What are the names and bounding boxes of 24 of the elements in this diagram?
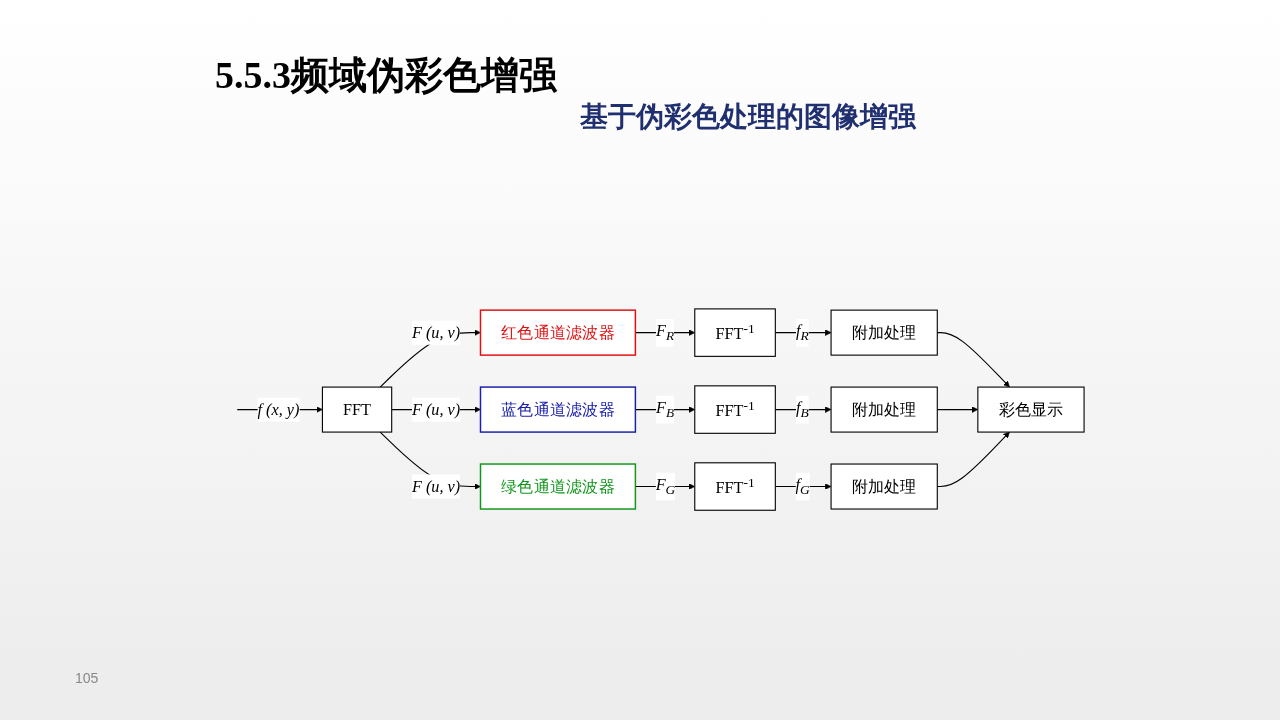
node-box: 绿色通道滤波器: [479, 463, 637, 511]
node-box: 附加处理: [830, 310, 938, 357]
node-box: FFT$^{-1}$: [694, 385, 776, 435]
edge-label: F (u, v): [411, 477, 461, 497]
node-box: FFT: [321, 386, 393, 434]
slide-title: 5.5.3频域伪彩色增强: [215, 53, 557, 98]
edge-label: F (u, v): [411, 323, 461, 343]
node-box: FFT$^{-1}$: [694, 308, 776, 358]
node-box: 附加处理: [830, 463, 938, 510]
node-box: 附加处理: [830, 386, 938, 434]
node-box: 红色通道滤波器: [479, 309, 637, 357]
edge-label: F$_{B}$: [656, 398, 675, 421]
page-number: 105: [75, 670, 99, 686]
node-box: 彩色显示: [977, 386, 1085, 434]
node-box: FFT$^{-1}$: [694, 462, 776, 512]
edge-label: f$_{G}$: [795, 475, 810, 498]
edge-label: f$_{B}$: [795, 398, 809, 421]
edge-label: f$_{R}$: [795, 322, 809, 344]
subtitle: 基于伪彩色处理的图像增强: [580, 99, 916, 135]
node-box: 蓝色通道滤波器: [479, 386, 637, 434]
edge-label: f (x, y): [257, 400, 300, 420]
edge-label: F$_{G}$: [655, 475, 676, 498]
edge-label: F$_{R}$: [656, 322, 675, 344]
edge-label: F (u, v): [411, 400, 461, 420]
